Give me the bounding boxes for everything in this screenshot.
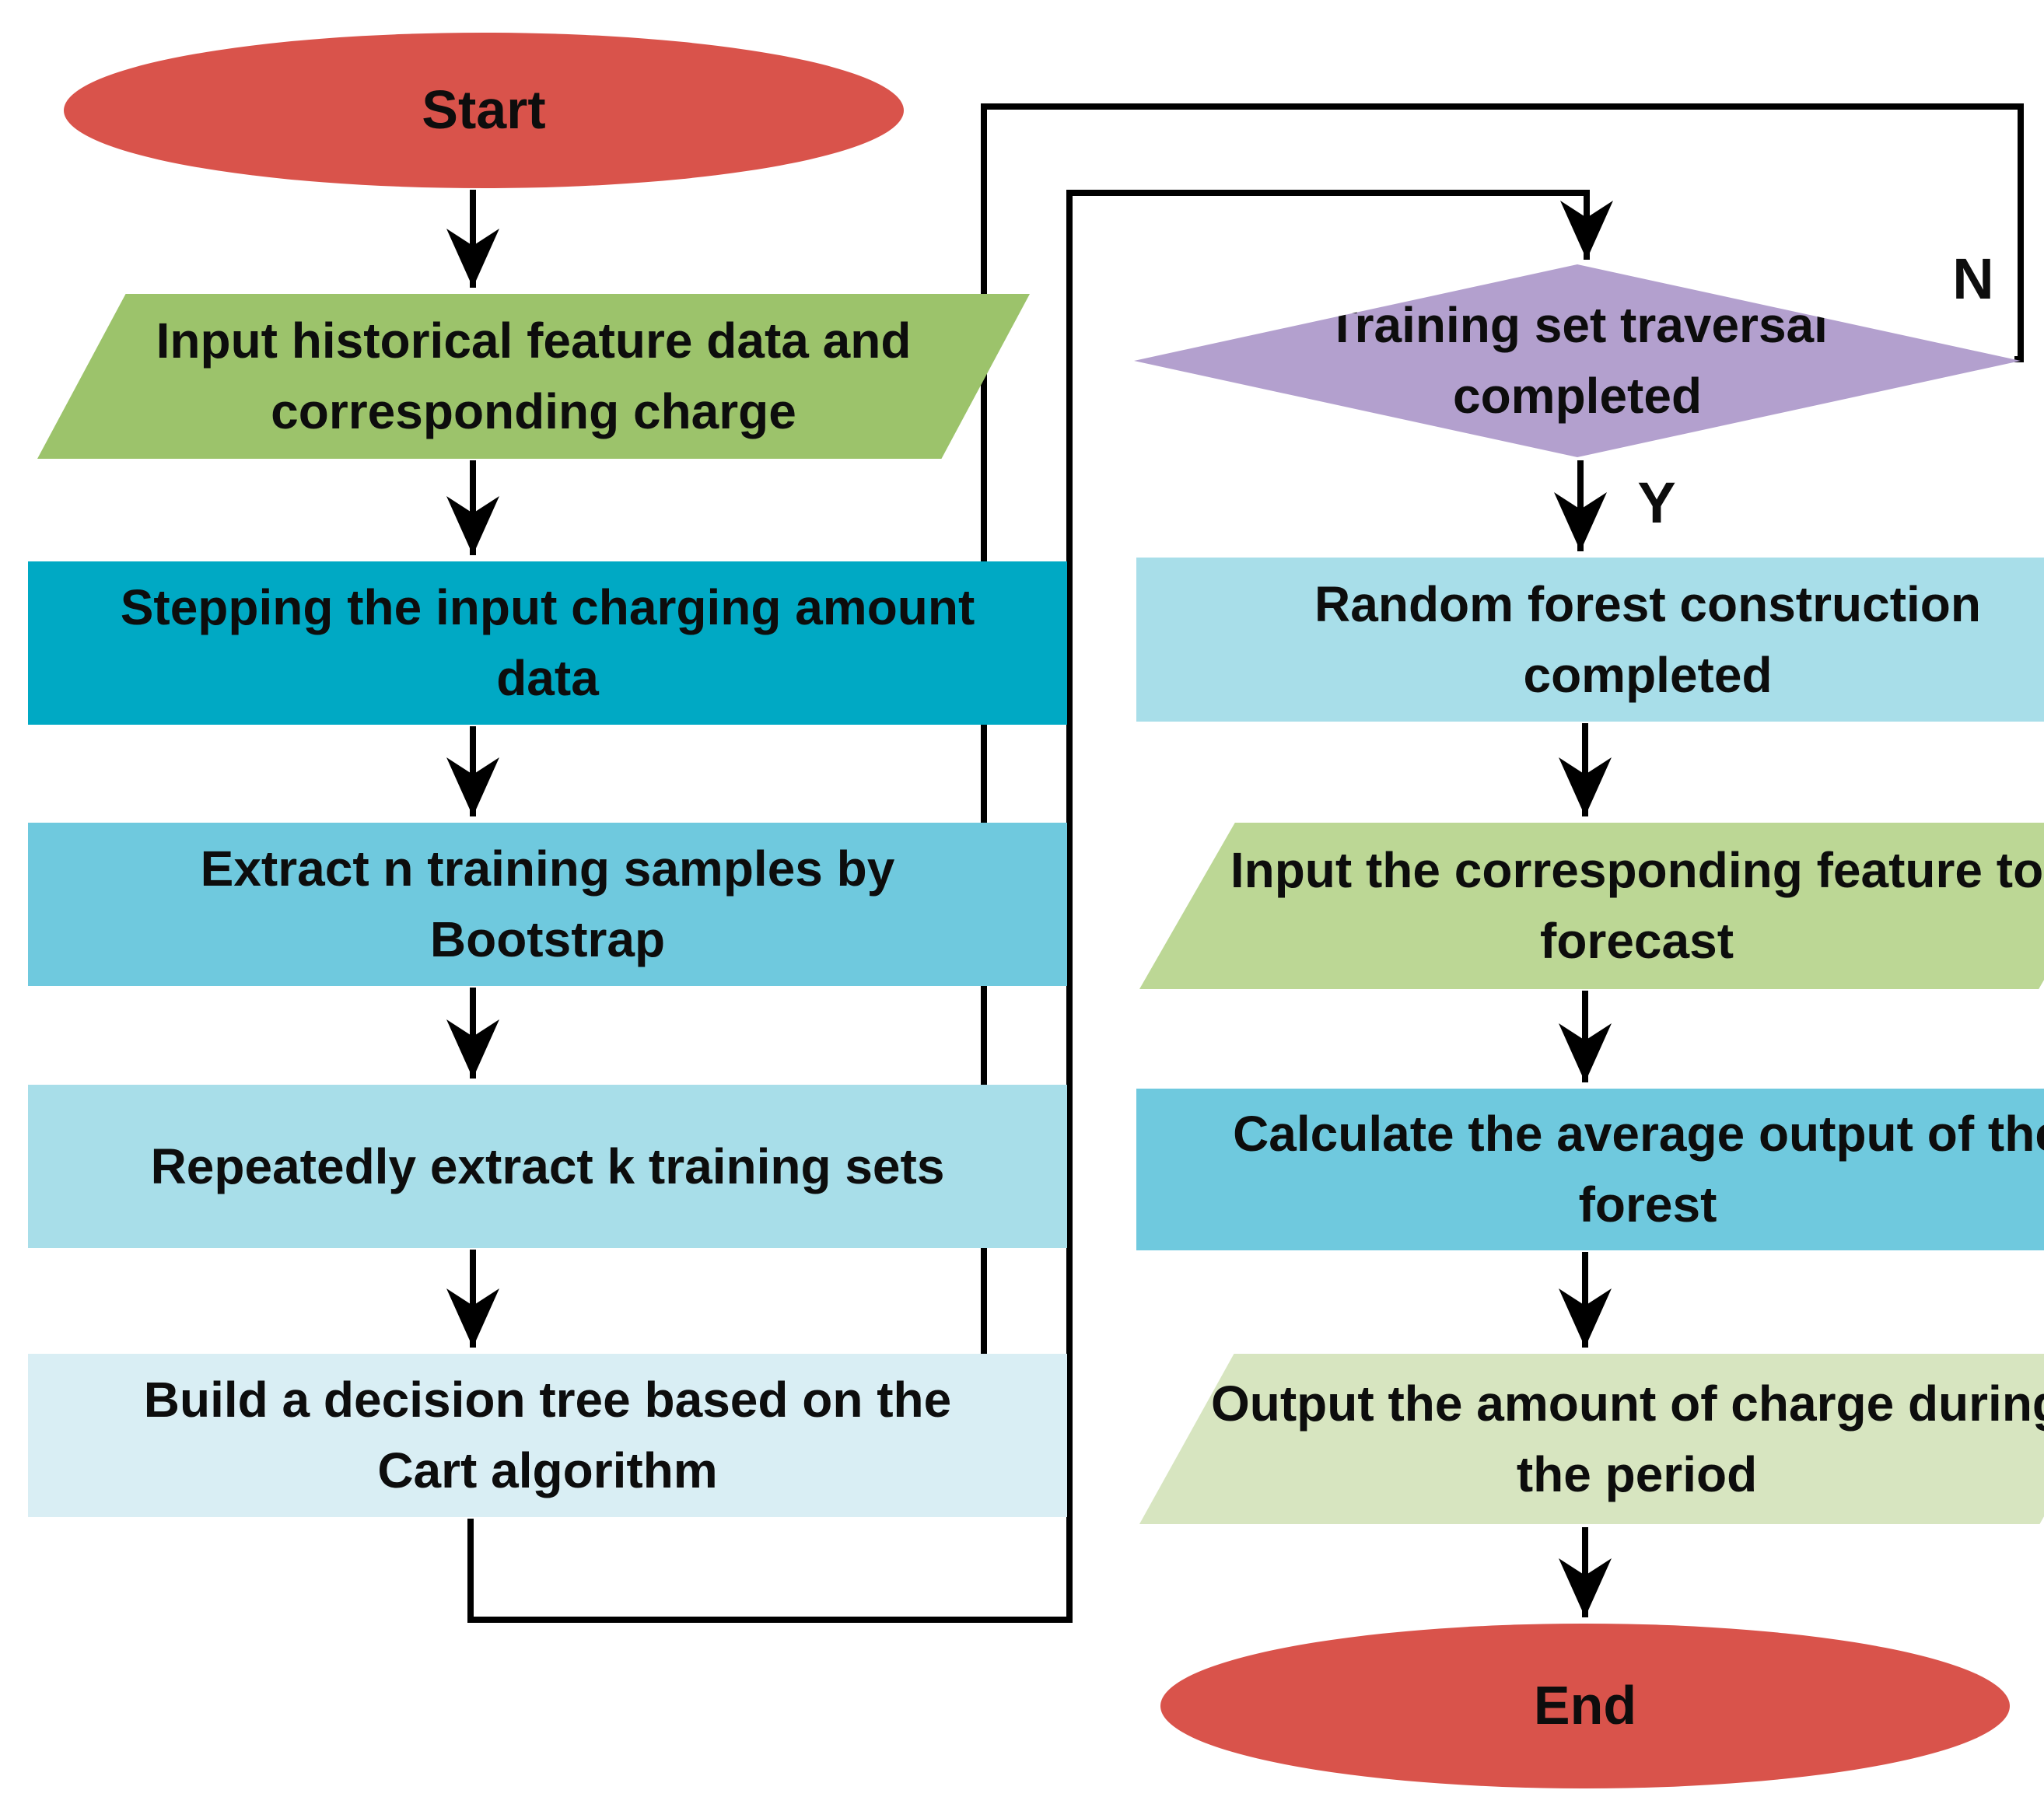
extract-training-sets-process: Repeatedly extract k training sets: [28, 1085, 1067, 1248]
extract-training-sets-label: Repeatedly extract k training sets: [150, 1138, 945, 1194]
build-decision-tree-label: Build a decision tree based on the Cart …: [143, 1372, 952, 1498]
start-terminator: Start: [64, 33, 904, 188]
output-charge-label: Output the amount of charge during the p…: [1210, 1375, 2044, 1502]
stepping-label: Stepping the input charging amount data: [120, 579, 975, 706]
calc-average-label: Calculate the average output of the fore…: [1233, 1106, 2044, 1232]
traversal-decision-label: Training set traversal completed: [1327, 297, 1828, 424]
extract-samples-process: Extract n training samples by Bootstrap: [28, 823, 1067, 986]
forest-completed-process: Random forest construction completed: [1136, 558, 2044, 722]
input-historical-data-label: Input historical feature data and corres…: [156, 313, 912, 439]
branch-label-no: N: [1952, 246, 1994, 311]
start-label: Start: [422, 79, 546, 141]
build-decision-tree-process: Build a decision tree based on the Cart …: [28, 1354, 1067, 1517]
end-terminator: End: [1160, 1624, 2010, 1788]
input-feature-label: Input the corresponding feature to forec…: [1230, 842, 2044, 969]
input-feature-io: Input the corresponding feature to forec…: [1139, 823, 2044, 989]
calc-average-process: Calculate the average output of the fore…: [1136, 1089, 2044, 1250]
input-historical-data-io: Input historical feature data and corres…: [37, 294, 1030, 459]
branch-label-yes: Y: [1637, 470, 1676, 535]
edge-build-to-decision: [467, 190, 1613, 1623]
forest-completed-label: Random forest construction completed: [1314, 575, 1981, 703]
stepping-process: Stepping the input charging amount data: [28, 561, 1067, 725]
extract-samples-label: Extract n training samples by Bootstrap: [200, 841, 895, 967]
end-label: End: [1533, 1675, 1637, 1736]
output-charge-io: Output the amount of charge during the p…: [1139, 1354, 2044, 1524]
